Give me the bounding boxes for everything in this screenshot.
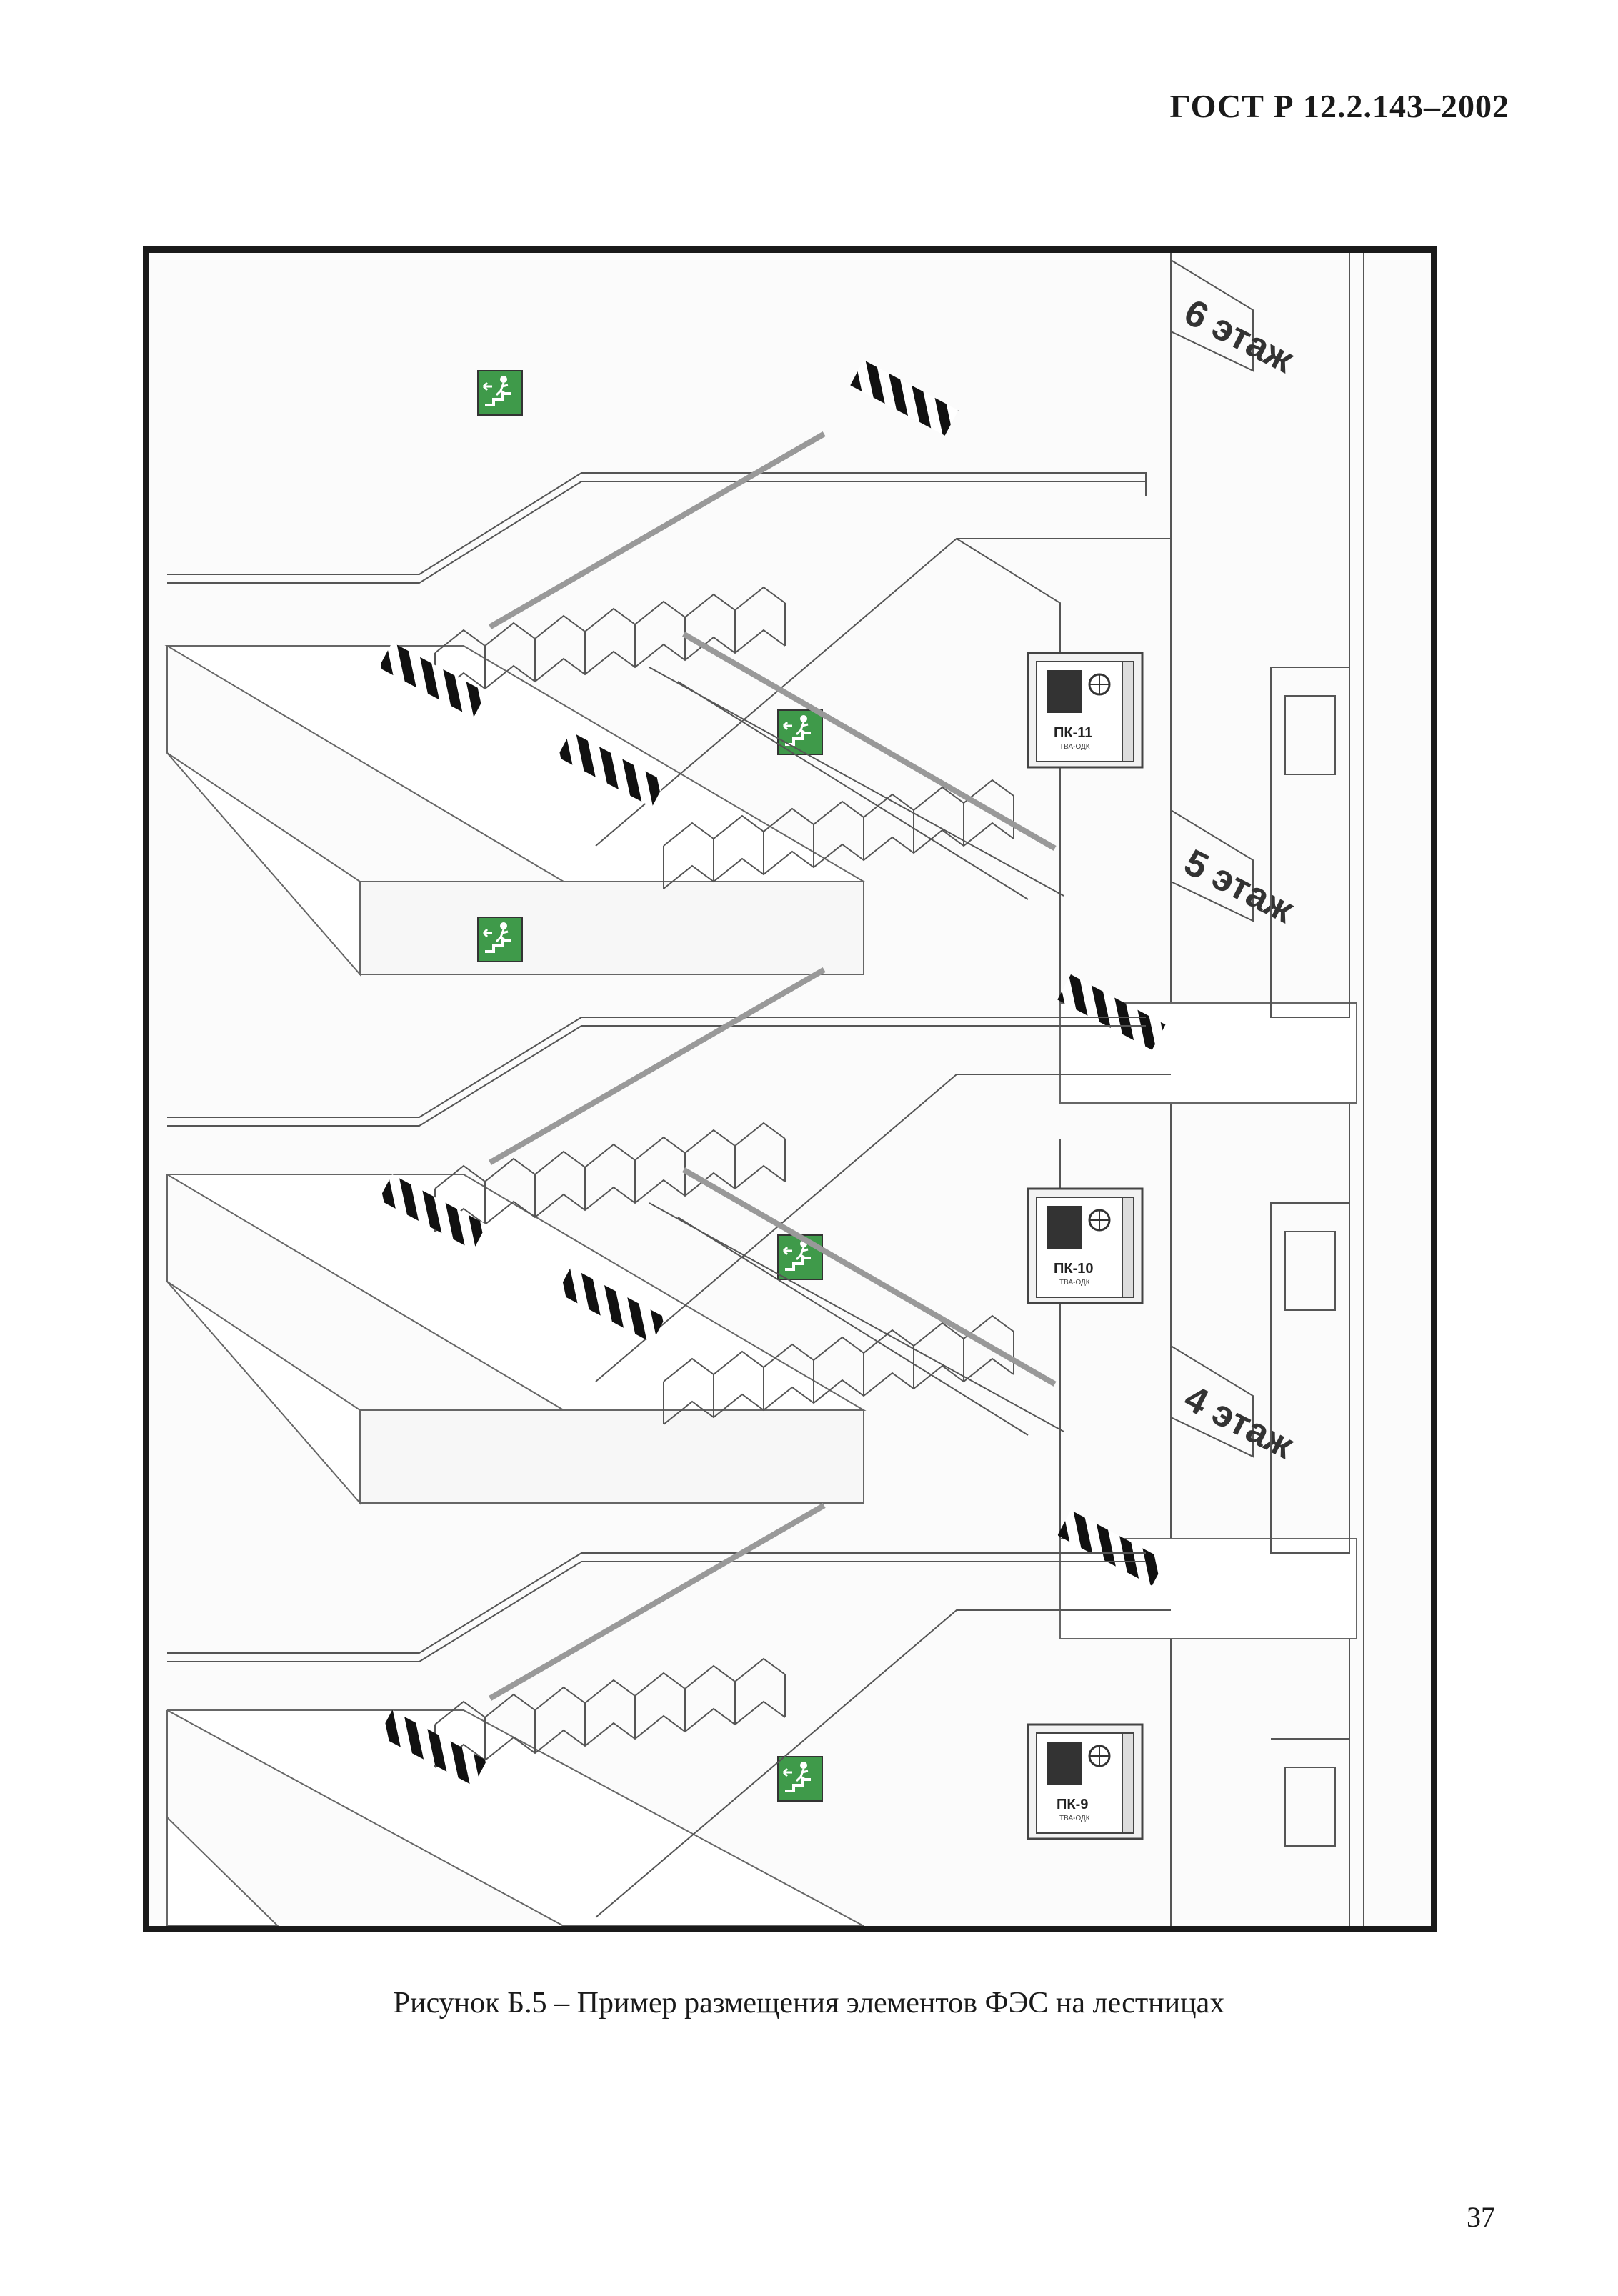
document-header: ГОСТ Р 12.2.143–2002 <box>1169 88 1509 124</box>
hydrant-label: ПК-9 <box>1057 1797 1088 1812</box>
exit-sign-icon <box>776 1234 824 1281</box>
fire-hydrant-cabinet: ПК-9 ТВА-ОДК <box>1027 1723 1144 1840</box>
hydrant-label: ПК-10 <box>1054 1261 1094 1277</box>
fire-hydrant-cabinet: ПК-11 ТВА-ОДК <box>1027 652 1144 769</box>
stairwell-figure: 6 этаж 5 этаж ПК-11 ТВА-ОДК <box>143 246 1437 1932</box>
hydrant-sublabel: ТВА-ОДК <box>1059 743 1090 751</box>
floor-label-4: 4 этаж <box>1178 1377 1301 1467</box>
stairwell-drawing: 6 этаж 5 этаж ПК-11 ТВА-ОДК <box>164 253 1364 1926</box>
exit-sign-icon <box>476 369 524 416</box>
page-number: 37 <box>1467 2201 1495 2233</box>
hydrant-sublabel: ТВА-ОДК <box>1059 1815 1090 1822</box>
floor-label-5: 5 этаж <box>1178 842 1301 932</box>
exit-sign-icon <box>776 1755 824 1802</box>
exit-sign-icon <box>476 916 524 963</box>
floor-label-6: 6 этаж <box>1178 291 1301 381</box>
hydrant-label: ПК-11 <box>1054 725 1092 741</box>
figure-caption: Рисунок Б.5 – Пример размещения элементо… <box>393 1987 1225 2020</box>
hydrant-sublabel: ТВА-ОДК <box>1059 1279 1090 1287</box>
fire-hydrant-cabinet: ПК-10 ТВА-ОДК <box>1027 1187 1144 1304</box>
